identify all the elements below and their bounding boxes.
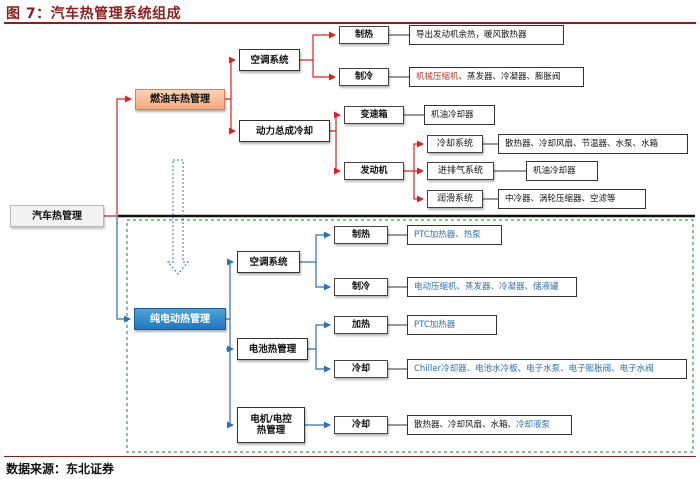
engine-intake-node: 进排气系统 [427, 162, 494, 180]
battery-heat-detail: PTC加热器 [407, 315, 497, 335]
ev-ac-heat-node: 制热 [334, 226, 388, 244]
engine-node: 发动机 [344, 162, 404, 180]
ev-ac-heat-detail: PTC加热器、热泵 [407, 225, 502, 245]
ev-ac-cool-node: 制冷 [334, 278, 388, 296]
gearbox-node: 变速箱 [344, 106, 404, 124]
source-rule [4, 456, 696, 457]
battery-heat-node: 加热 [334, 316, 388, 334]
transition-arrow [166, 159, 190, 275]
title-rule [4, 22, 696, 24]
oil-ac-heat-node: 制热 [339, 26, 389, 44]
oil-ac-cool-node: 制冷 [339, 68, 389, 86]
oil-ac-heat-detail: 导出发动机余热，暖风散热器 [409, 25, 564, 45]
motor-label-line2: 热管理 [256, 425, 286, 436]
battery-node: 电池热管理 [237, 338, 308, 360]
ev-dashed-frame [126, 219, 694, 453]
oil-ac-cool-detail-red: 机械压缩机 [416, 71, 459, 82]
motor-cool-detail-black: 散热器、冷却风扇、水箱、 [414, 419, 517, 430]
oil-powertrain-node: 动力总成冷却 [239, 120, 330, 142]
motor-label-line1: 电机/电控 [250, 414, 292, 425]
root-node: 汽车热管理 [10, 205, 104, 227]
battery-cool-detail: Chiller冷却器、电池水冷板、电子水泵、电子膨胀阀、电子水阀 [407, 359, 687, 379]
motor-node: 电机/电控 热管理 [237, 407, 305, 443]
engine-cooling-node: 冷却系统 [427, 135, 483, 153]
engine-lube-node: 润滑系统 [427, 190, 483, 208]
ev-ac-node: 空调系统 [237, 251, 300, 273]
engine-cooling-detail: 散热器、冷却风扇、节温器、水泵、水箱 [498, 134, 688, 154]
oil-vehicle-node: 燃油车热管理 [135, 89, 225, 110]
battery-cool-node: 冷却 [334, 360, 388, 378]
oil-ac-cool-detail-rest: 、蒸发器、冷凝器、膨胀阀 [458, 71, 561, 82]
oil-ac-node: 空调系统 [239, 49, 300, 71]
oil-ac-cool-detail: 机械压缩机、蒸发器、冷凝器、膨胀阀 [409, 67, 584, 87]
motor-cool-detail-blue: 冷却液泵 [516, 419, 551, 430]
figure-title: 图 7：汽车热管理系统组成 [6, 6, 182, 22]
engine-intake-detail: 机油冷却器 [526, 161, 598, 181]
ev-node: 纯电动热管理 [134, 308, 226, 330]
engine-lube-detail: 中冷器、涡轮压缩器、空滤等 [498, 189, 646, 209]
motor-cool-detail: 散热器、冷却风扇、水箱、冷却液泵 [407, 415, 572, 435]
gearbox-detail: 机油冷却器 [424, 105, 495, 125]
ev-ac-cool-detail: 电动压缩机、蒸发器、冷凝器、储液罐 [407, 277, 577, 297]
motor-cool-node: 冷却 [334, 416, 388, 434]
figure-source: 数据来源：东北证券 [6, 462, 115, 476]
